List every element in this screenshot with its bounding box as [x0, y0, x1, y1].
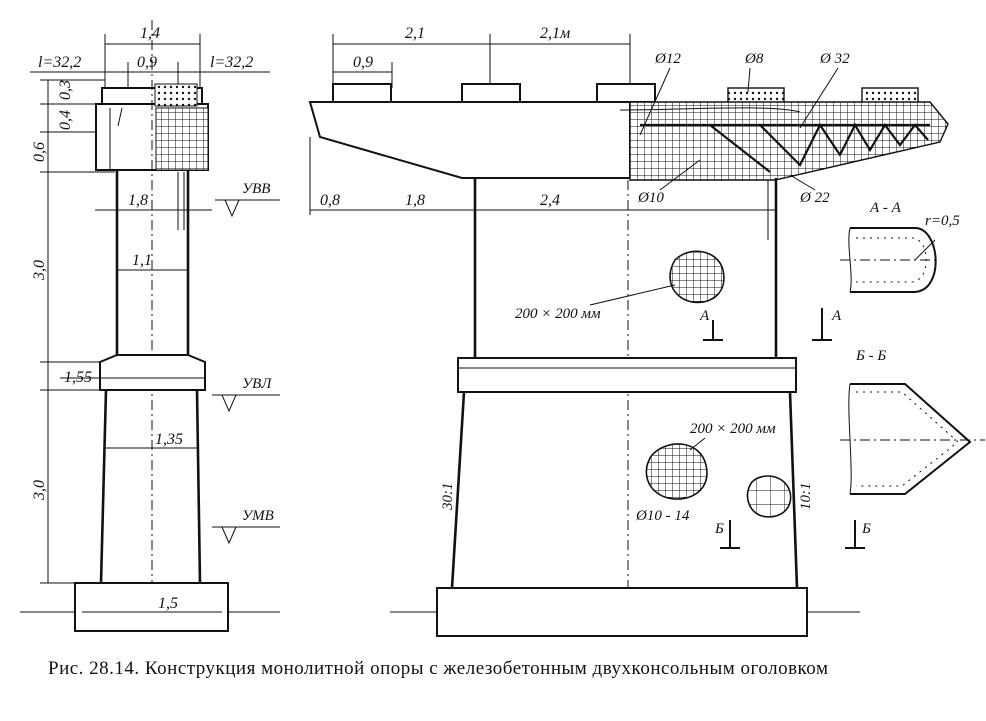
water-level-uvl: УВЛ	[212, 376, 280, 413]
section-a-title: А - А	[869, 200, 902, 216]
section-b-title: Б - Б	[855, 348, 886, 364]
dim-side-belt: 1,55	[64, 369, 92, 386]
dim-front-mid: 1,8	[405, 192, 425, 209]
dim-side-h2: 0,4	[57, 110, 74, 130]
dim-side-h3: 0,6	[31, 142, 48, 162]
water-level-uvv: УВВ	[215, 181, 280, 218]
dim-front-top-left: 2,1	[405, 25, 425, 42]
label-d32: Ø 32	[819, 51, 850, 67]
dim-side-top-total: 1,4	[140, 25, 160, 42]
dim-side-left-span: l=32,2	[38, 54, 81, 71]
dim-side-top-mid: 0,9	[137, 54, 157, 71]
dim-side-h1: 0,3	[57, 80, 74, 100]
dim-side-h-base: 3,0	[31, 480, 48, 501]
svg-text:УВЛ: УВЛ	[242, 376, 272, 392]
label-d10: Ø10	[637, 190, 664, 206]
svg-text:УМВ: УМВ	[242, 508, 274, 524]
dim-side-h-col: 3,0	[31, 260, 48, 281]
label-batter-right: 10:1	[798, 483, 814, 511]
section-a-radius: r=0,5	[925, 213, 960, 229]
dim-side-col-inner: 1,1	[132, 252, 152, 269]
cut-marker-b-left: Б	[714, 520, 740, 549]
section-b-b: Б - Б	[840, 348, 985, 495]
dim-side-footing-w: 1,5	[158, 595, 178, 612]
label-mesh-upper: 200 × 200 мм	[515, 306, 601, 322]
front-view: 2,1 2,1м 0,9 0,8 1,8 2,4	[308, 25, 949, 640]
dim-front-top-small: 0,9	[353, 54, 373, 71]
label-d22: Ø 22	[799, 190, 830, 206]
svg-text:Б: Б	[861, 521, 871, 537]
dim-side-col-w: 1,8	[128, 192, 148, 209]
svg-text:УВВ: УВВ	[242, 181, 270, 197]
water-level-umv: УМВ	[212, 508, 280, 545]
svg-text:А: А	[831, 308, 842, 324]
dim-side-right-span: l=32,2	[210, 54, 253, 71]
figure-caption: Рис. 28.14. Конструкция монолитной опоры…	[48, 658, 829, 679]
cut-marker-a-right: А	[812, 308, 842, 341]
svg-text:А: А	[699, 308, 710, 324]
label-d12: Ø12	[654, 51, 681, 67]
label-d10-14: Ø10 - 14	[635, 508, 690, 524]
label-batter-left: 30:1	[440, 483, 456, 512]
section-a-a: А - А r=0,5	[840, 200, 960, 293]
cut-marker-b-right: Б	[845, 520, 871, 549]
dim-front-top-right: 2,1м	[540, 25, 570, 42]
cut-marker-a-left: А	[699, 308, 723, 341]
svg-text:Б: Б	[714, 521, 724, 537]
dim-front-cant-left: 0,8	[320, 192, 340, 209]
pier-drawing: 1,4 0,9 l=32,2 l=32,2 0,3 0,4 0,6 3,0 3,…	[20, 20, 985, 640]
label-d8: Ø8	[744, 51, 764, 67]
label-mesh-lower: 200 × 200 мм	[690, 421, 776, 437]
dim-front-col: 2,4	[540, 192, 560, 209]
dim-side-base-w: 1,35	[155, 431, 183, 448]
side-view: 1,4 0,9 l=32,2 l=32,2 0,3 0,4 0,6 3,0 3,…	[20, 20, 280, 632]
